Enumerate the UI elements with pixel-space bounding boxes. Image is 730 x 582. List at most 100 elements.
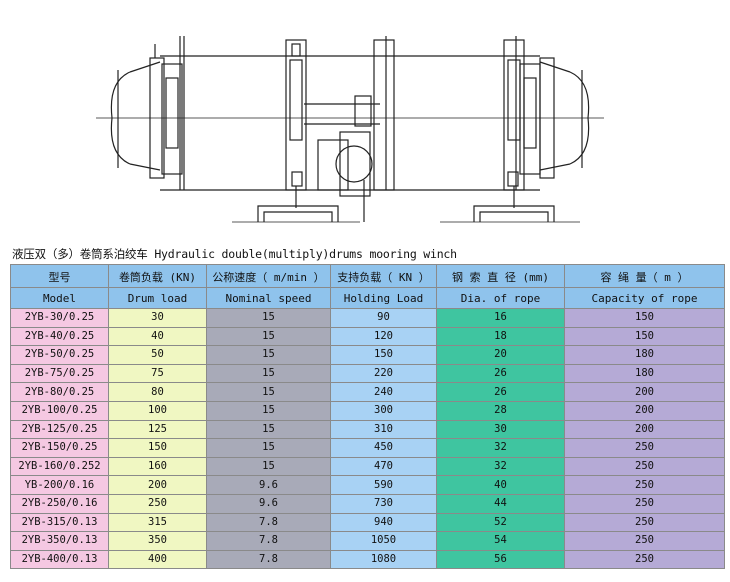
cell-model: 2YB-315/0.13	[10, 512, 109, 533]
cell-nominal-speed: 9.6	[206, 493, 331, 514]
cell-nominal-speed: 15	[206, 456, 331, 477]
cell-model: 2YB-50/0.25	[10, 345, 109, 365]
cell-model: 2YB-125/0.25	[10, 419, 109, 440]
cell-nominal-speed: 15	[206, 438, 331, 458]
header-rope-dia-en: Dia. of rope	[436, 287, 565, 309]
cell-capacity: 250	[564, 456, 725, 477]
cell-nominal-speed: 15	[206, 419, 331, 440]
header-drum-load-en: Drum load	[108, 287, 207, 309]
cell-rope-dia: 52	[436, 512, 565, 533]
header-model-en: Model	[10, 287, 109, 309]
cell-rope-dia: 54	[436, 531, 565, 551]
cell-nominal-speed: 7.8	[206, 512, 331, 533]
cell-model: 2YB-250/0.16	[10, 493, 109, 514]
cell-capacity: 150	[564, 308, 725, 328]
cell-rope-dia: 40	[436, 475, 565, 495]
cell-holding-load: 240	[330, 382, 437, 402]
cell-drum-load: 200	[108, 475, 207, 495]
header-capacity-en: Capacity of rope	[564, 287, 725, 309]
cell-nominal-speed: 15	[206, 382, 331, 402]
cell-model: 2YB-160/0.252	[10, 456, 109, 477]
cell-model: 2YB-80/0.25	[10, 382, 109, 402]
cell-drum-load: 250	[108, 493, 207, 514]
cell-capacity: 250	[564, 438, 725, 458]
cell-rope-dia: 32	[436, 438, 565, 458]
cell-drum-load: 30	[108, 308, 207, 328]
cell-capacity: 150	[564, 326, 725, 347]
cell-rope-dia: 16	[436, 308, 565, 328]
cell-drum-load: 100	[108, 400, 207, 421]
table-caption: 液压双（多）卷筒系泊绞车 Hydraulic double(multiply)d…	[12, 247, 457, 261]
cell-rope-dia: 44	[436, 493, 565, 514]
cell-nominal-speed: 15	[206, 345, 331, 365]
header-capacity-zh: 容 绳 量（ m ）	[564, 264, 725, 288]
cell-capacity: 200	[564, 419, 725, 440]
cell-drum-load: 350	[108, 531, 207, 551]
cell-drum-load: 80	[108, 382, 207, 402]
cell-holding-load: 90	[330, 308, 437, 328]
cell-drum-load: 315	[108, 512, 207, 533]
header-nominal-speed-zh: 公称速度（ m/min ）	[206, 264, 331, 288]
cell-holding-load: 310	[330, 419, 437, 440]
cell-rope-dia: 30	[436, 419, 565, 440]
cell-holding-load: 590	[330, 475, 437, 495]
cell-rope-dia: 18	[436, 326, 565, 347]
cell-rope-dia: 26	[436, 363, 565, 384]
cell-model: 2YB-30/0.25	[10, 308, 109, 328]
cell-capacity: 250	[564, 493, 725, 514]
cell-capacity: 250	[564, 531, 725, 551]
header-drum-load-zh: 卷筒负载 (KN)	[108, 264, 207, 288]
cell-nominal-speed: 15	[206, 400, 331, 421]
cell-holding-load: 730	[330, 493, 437, 514]
cell-model: 2YB-75/0.25	[10, 363, 109, 384]
cell-nominal-speed: 7.8	[206, 531, 331, 551]
cell-model: 2YB-150/0.25	[10, 438, 109, 458]
cell-holding-load: 470	[330, 456, 437, 477]
cell-model: 2YB-350/0.13	[10, 531, 109, 551]
cell-holding-load: 220	[330, 363, 437, 384]
cell-model: 2YB-40/0.25	[10, 326, 109, 347]
cell-nominal-speed: 9.6	[206, 475, 331, 495]
cell-holding-load: 1050	[330, 531, 437, 551]
cell-drum-load: 125	[108, 419, 207, 440]
cell-model: 2YB-400/0.13	[10, 549, 109, 570]
cell-nominal-speed: 15	[206, 326, 331, 347]
cell-rope-dia: 20	[436, 345, 565, 365]
cell-rope-dia: 28	[436, 400, 565, 421]
cell-rope-dia: 32	[436, 456, 565, 477]
header-nominal-speed-en: Nominal speed	[206, 287, 331, 309]
header-holding-load-zh: 支持负载（ KN ）	[330, 264, 437, 288]
cell-drum-load: 40	[108, 326, 207, 347]
cell-holding-load: 450	[330, 438, 437, 458]
cell-capacity: 200	[564, 400, 725, 421]
cell-holding-load: 300	[330, 400, 437, 421]
cell-holding-load: 120	[330, 326, 437, 347]
header-holding-load-en: Holding Load	[330, 287, 437, 309]
cell-nominal-speed: 15	[206, 308, 331, 328]
cell-drum-load: 400	[108, 549, 207, 570]
cell-model: YB-200/0.16	[10, 475, 109, 495]
cell-nominal-speed: 7.8	[206, 549, 331, 570]
header-rope-dia-zh: 钢 索 直 径 (mm)	[436, 264, 565, 288]
cell-capacity: 180	[564, 345, 725, 365]
cell-holding-load: 940	[330, 512, 437, 533]
cell-holding-load: 1080	[330, 549, 437, 570]
cell-capacity: 180	[564, 363, 725, 384]
cell-nominal-speed: 15	[206, 363, 331, 384]
cell-capacity: 200	[564, 382, 725, 402]
winch-drawing	[96, 36, 604, 223]
cell-capacity: 250	[564, 475, 725, 495]
